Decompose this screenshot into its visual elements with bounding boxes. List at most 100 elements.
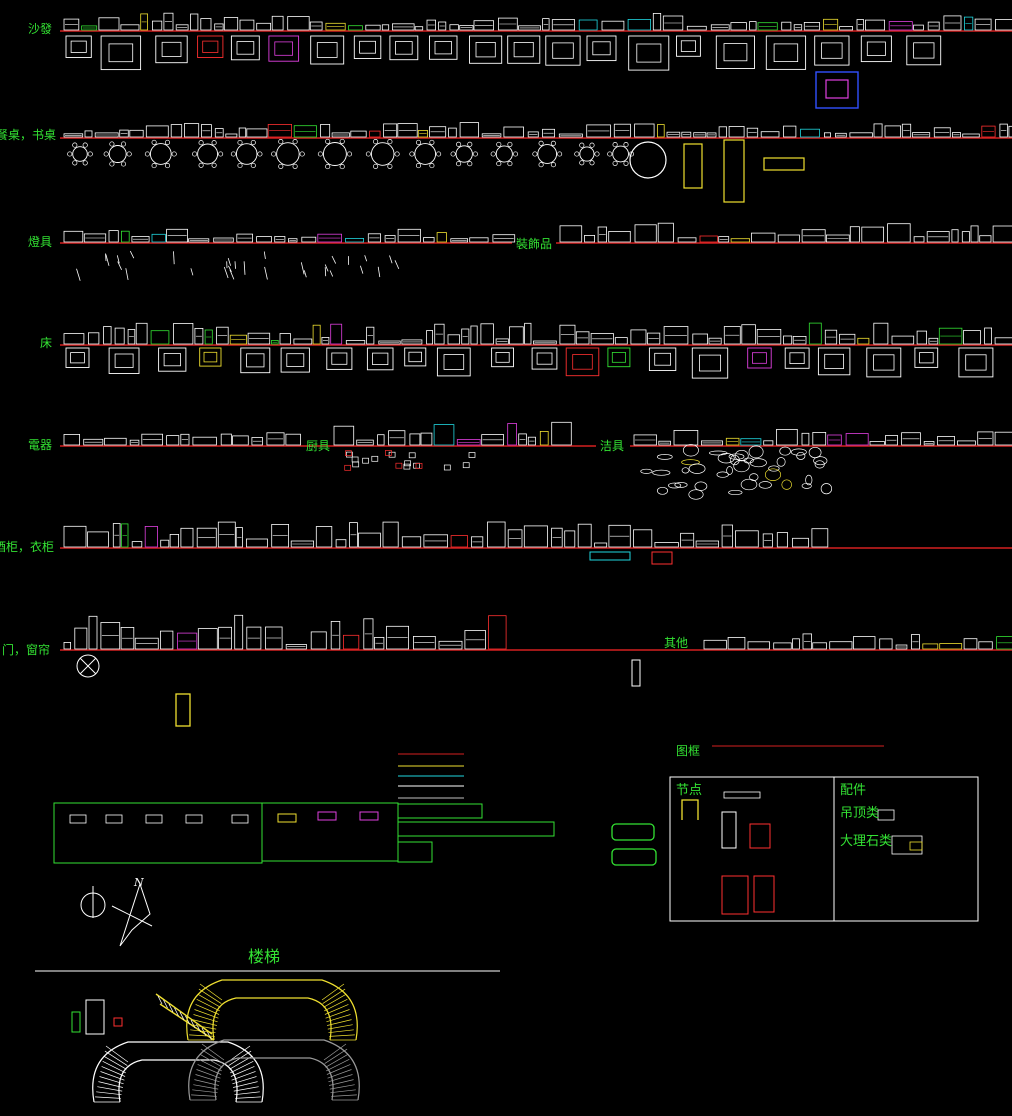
kitchen-plan <box>404 460 411 467</box>
label-cabinet: 酒柜，衣柜 <box>0 540 55 554</box>
kitchen-elevation <box>527 436 536 446</box>
door-elevation <box>330 621 341 650</box>
dining-elevation <box>718 126 727 138</box>
dining-table-plan <box>211 162 217 168</box>
cabinet-elevation <box>577 523 592 548</box>
lamp-pendant <box>229 269 235 280</box>
sofa-plan <box>394 41 413 55</box>
bed-elevation <box>928 337 939 345</box>
curved-stair-white <box>96 1091 122 1096</box>
decor-elevation <box>584 234 596 243</box>
bed-plan <box>443 354 465 370</box>
sofa-plan <box>197 35 224 58</box>
curved-stair-yellow <box>190 1029 216 1034</box>
curved-stair-gray <box>329 1079 354 1086</box>
curved-stair-yellow <box>192 1019 217 1026</box>
kitchen-elevation <box>409 433 421 446</box>
dining-table-plan <box>237 162 243 169</box>
curved-stair-white <box>233 1086 259 1092</box>
bed-plan <box>203 351 218 363</box>
bed-elevation <box>114 327 125 345</box>
curved-stair-yellow <box>327 1024 353 1030</box>
dining-table-plan <box>276 142 300 166</box>
lamp-pendant <box>263 251 266 259</box>
lamp-elevation <box>213 237 234 243</box>
dining-table-plan <box>126 151 132 157</box>
bed-elevation <box>857 337 870 345</box>
sofa-elevation <box>175 24 189 31</box>
lamp-pendant <box>394 260 400 270</box>
door-elevation <box>386 625 410 650</box>
desk-plan <box>763 157 805 171</box>
node-detail <box>723 791 761 799</box>
curved-stair-white <box>235 1096 261 1099</box>
lamp-pendant <box>377 266 381 278</box>
curved-stair-white <box>102 1060 126 1074</box>
dining-elevation <box>320 124 331 138</box>
sanitary-plan <box>748 445 764 459</box>
dining-table-plan <box>72 142 78 148</box>
door-elevation <box>285 644 307 650</box>
panel-ceiling-label: 吊顶类 <box>840 806 880 821</box>
curved-stair-gray <box>327 1069 352 1079</box>
cabinet-elevation <box>180 527 194 548</box>
sanitary-elevation <box>763 440 774 446</box>
lamp-pendant <box>360 265 364 274</box>
kitchen-plan <box>403 463 411 470</box>
kitchen-plan <box>415 463 423 469</box>
bed-elevation <box>194 327 204 345</box>
curved-stair-gray <box>326 1064 351 1075</box>
bed-plan <box>572 354 593 370</box>
sofa-plan <box>70 40 87 53</box>
dining-elevation <box>331 132 350 138</box>
sofa-elevation <box>710 24 730 31</box>
curved-stair-white <box>92 1041 264 1103</box>
bed-plan <box>654 352 672 366</box>
dining-elevation <box>238 127 247 138</box>
other-elevation <box>703 639 727 650</box>
lamp-pendant <box>300 262 305 275</box>
sofa-plan <box>268 35 300 62</box>
dining-table-plan <box>429 139 435 145</box>
bed-elevation <box>271 339 279 345</box>
sanitary-plan <box>768 465 780 472</box>
bed-elevation <box>204 329 213 345</box>
dining-elevation <box>849 132 873 138</box>
bed-elevation <box>723 326 741 345</box>
dining-table-plan <box>387 163 393 169</box>
dining-elevation <box>634 123 655 138</box>
curved-stair-gray <box>331 1094 357 1097</box>
sofa-elevation <box>309 21 323 31</box>
bed-plan <box>372 352 389 366</box>
appliance-elevation <box>251 437 263 446</box>
lamp-elevation <box>63 230 84 243</box>
dining-elevation <box>558 133 583 138</box>
dining-table-plan <box>387 139 393 145</box>
bed-plan <box>199 347 222 367</box>
stair-section <box>85 999 105 1035</box>
dining-table-plan <box>82 142 88 148</box>
kitchen-elevation <box>356 439 374 446</box>
door-elevation <box>488 615 507 650</box>
bed-plan <box>648 347 677 371</box>
dining-elevation <box>481 133 502 138</box>
dining-table-plan <box>538 162 544 168</box>
label-kitchen: 厨具 <box>306 439 331 453</box>
legend-symbol <box>277 813 297 823</box>
appliance-elevation <box>192 436 217 446</box>
sanitary-elevation <box>701 440 723 446</box>
dining-elevation <box>129 129 144 138</box>
decor-elevation <box>699 235 718 243</box>
dining-table-plan <box>373 139 379 145</box>
door-elevation <box>363 618 374 650</box>
cabinet-elevation <box>487 521 506 548</box>
dining-elevation <box>503 126 524 138</box>
bed-elevation <box>229 334 247 345</box>
dining-table-plan <box>612 142 618 148</box>
dining-elevation <box>397 123 418 138</box>
door-elevation <box>197 628 218 650</box>
legend-symbol <box>69 814 87 824</box>
curved-stair-gray <box>198 1058 222 1072</box>
label-sofa: 沙發 <box>28 22 53 36</box>
